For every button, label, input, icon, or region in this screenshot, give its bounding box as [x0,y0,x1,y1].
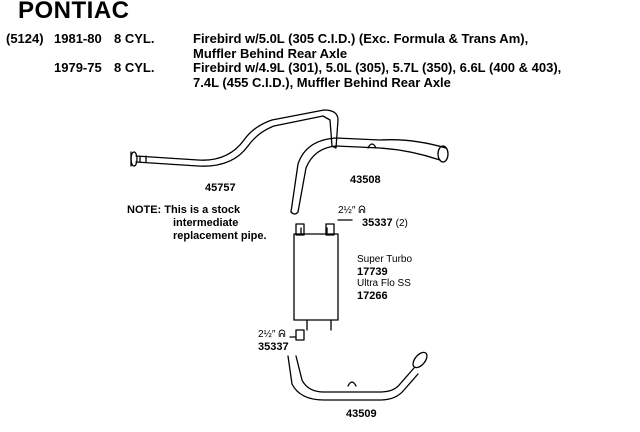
years-row-2: 1979-75 [54,60,102,75]
top-clamp-part-number: 35337 [362,217,393,229]
cylinders-row-1: 8 CYL. [114,31,155,46]
muffler-drawing [293,227,339,331]
muffler-line-1: Super Turbo [357,254,413,265]
top-clamp-qty: (2) [395,218,408,229]
application-row-1: Firebird w/5.0L (305 C.I.D.) (Exc. Formu… [193,31,528,61]
bottom-clamp-part-number: 35337 [258,341,289,353]
bottom-clamp-size: 2½″ ᕱ [258,329,286,340]
bottom-clamp-drawing [295,329,305,341]
cylinders-row-2: 8 CYL. [114,60,155,75]
intermediate-pipe-drawing [130,109,339,167]
top-clamp-label: 35337 (2) [362,217,408,229]
clamp-icon: ᕱ [358,205,366,216]
application-row-2: Firebird w/4.9L (301), 5.0L (305), 5.7L … [193,60,561,90]
top-clamps-drawing [295,223,335,236]
hanger-drawing [367,143,377,149]
muffler-number-2: 17266 [357,290,388,302]
bottom-clamp-size-text: 2½″ [258,329,276,340]
note-line-3: replacement pipe. [173,230,267,242]
stock-pipe-note: NOTE: This is a stock intermediate repla… [127,204,267,243]
muffler-number-1: 17739 [357,266,388,278]
intermediate-pipe-part-number: 45757 [205,182,236,194]
application-row-2-line-1: Firebird w/4.9L (301), 5.0L (305), 5.7L … [193,60,562,75]
clamp-icon: ᕱ [278,329,286,340]
note-line-1: NOTE: This is a stock [127,204,241,216]
muffler-line-2: Ultra Flo SS [357,278,411,289]
rear-pipe-part-number: 43509 [346,408,377,420]
muffler-options: Super Turbo 17739 Ultra Flo SS 17266 [357,254,412,302]
note-line-2: intermediate [173,217,239,229]
rear-pipe-drawing [287,351,428,401]
top-clamp-size: 2½″ ᕱ [338,205,366,216]
application-row-1-line-1: Firebird w/5.0L (305 C.I.D.) (Exc. Formu… [193,31,529,46]
top-clamp-size-text: 2½″ [338,205,356,216]
front-pipe-drawing [290,137,449,215]
application-row-1-line-2: Muffler Behind Rear Axle [193,46,348,61]
brand-title: PONTIAC [18,0,130,24]
application-row-2-line-2: 7.4L (455 C.I.D.), Muffler Behind Rear A… [193,75,451,90]
front-pipe-part-number: 43508 [350,174,381,186]
catalog-code: (5124) [6,31,44,46]
years-row-1: 1981-80 [54,31,102,46]
